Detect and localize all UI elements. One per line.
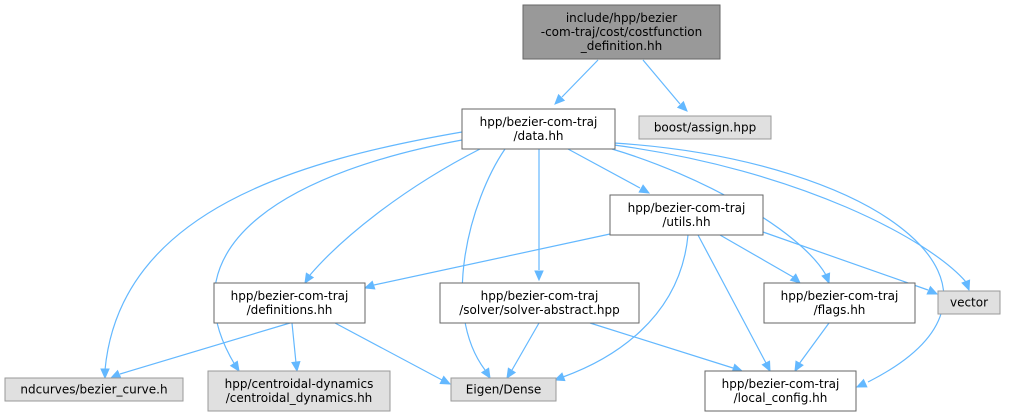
arrowhead (789, 273, 801, 284)
arrowhead (229, 360, 240, 373)
arrowhead (534, 270, 544, 282)
edge-flags-to-local_config (794, 322, 830, 373)
arrowhead (109, 369, 122, 379)
node-local-config[interactable]: hpp/bezier-com-traj/local_config.hh (704, 370, 857, 412)
node-label-line: /flags.hh (814, 303, 866, 317)
node-box (704, 370, 857, 412)
edge-data-to-vector (613, 144, 971, 292)
dependency-edges (100, 59, 971, 388)
node-label-line: /centroidal_dynamics.hh (226, 391, 373, 405)
arrowhead (821, 272, 831, 285)
node-box (461, 108, 616, 150)
node-eigen-dense: Eigen/Dense (450, 377, 557, 402)
node-boost-assign: boost/assign.hpp (638, 115, 772, 140)
node-box (439, 282, 640, 324)
arrowhead (100, 368, 110, 380)
edge-utils-to-vector (762, 231, 939, 295)
edge-data-to-bezier_curve (100, 131, 463, 380)
node-box (4, 377, 184, 402)
edge-utils-to-flags (719, 234, 801, 284)
node-label-line: hpp/bezier-com-traj (628, 201, 746, 215)
edge-solver_abstract-to-local_config (589, 322, 744, 373)
arrowhead (554, 93, 566, 105)
node-box (213, 282, 366, 324)
node-label-line: Eigen/Dense (466, 383, 541, 397)
edge-data-to-local_config (613, 142, 945, 388)
node-label-line: -com-traj/cost/costfunction (541, 25, 703, 39)
arrowhead (855, 378, 868, 388)
arrowhead (480, 367, 491, 380)
node-label-line: /definitions.hh (247, 303, 333, 317)
arrowhead (439, 375, 452, 385)
node-label-line: /solver/solver-abstract.hpp (459, 303, 620, 317)
arrowhead (363, 280, 376, 290)
node-label-line: hpp/bezier-com-traj (781, 289, 899, 303)
node-centroidal: hpp/centroidal-dynamics/centroidal_dynam… (207, 370, 391, 412)
edge-definitions-to-bezier_curve (109, 322, 291, 379)
node-box (450, 377, 557, 402)
node-utils[interactable]: hpp/bezier-com-traj/utils.hh (609, 194, 764, 236)
node-flags[interactable]: hpp/bezier-com-traj/flags.hh (763, 282, 916, 324)
node-bezier-curve: ndcurves/bezier_curve.h (4, 377, 184, 402)
node-label-line: hpp/bezier-com-traj (722, 377, 840, 391)
node-label-line: /local_config.hh (734, 391, 828, 405)
node-box (522, 4, 721, 60)
edge-data-to-solver_abstract (534, 149, 544, 282)
node-box (609, 194, 764, 236)
edge-data-to-centroidal (213, 139, 463, 373)
arrowhead (506, 367, 517, 380)
node-costfunction: include/hpp/bezier-com-traj/cost/costfun… (522, 4, 721, 60)
node-vector: vector (937, 290, 1001, 315)
arrowhead (926, 285, 939, 295)
node-label-line: hpp/bezier-com-traj (480, 115, 598, 129)
edge-utils-to-definitions (363, 233, 611, 290)
edge-definitions-to-centroidal (291, 322, 301, 373)
arrowhead (761, 360, 771, 373)
node-label-line: hpp/bezier-com-traj (231, 289, 349, 303)
edge-data-to-definitions (304, 148, 481, 285)
arrowhead (794, 360, 804, 373)
node-solver-abstract[interactable]: hpp/bezier-com-traj/solver/solver-abstra… (439, 282, 640, 324)
arrowhead (638, 184, 651, 194)
edge-data-to-eigen_dense (461, 148, 506, 380)
node-box (937, 290, 1001, 315)
node-label-line: /utils.hh (662, 215, 710, 229)
node-label-line: include/hpp/bezier (566, 11, 677, 25)
edge-costfunction-to-boost_assign (642, 59, 688, 112)
node-label-line: vector (950, 296, 988, 310)
edge-data-to-utils (567, 148, 651, 194)
node-box (207, 370, 391, 412)
node-box (638, 115, 772, 140)
node-label-line: ndcurves/bezier_curve.h (20, 383, 167, 397)
node-label-line: hpp/centroidal-dynamics (225, 377, 374, 391)
node-data[interactable]: hpp/bezier-com-traj/data.hh (461, 108, 616, 150)
arrowhead (291, 360, 301, 373)
node-label-line: /data.hh (513, 129, 563, 143)
arrowhead (304, 272, 315, 285)
node-box (763, 282, 916, 324)
edge-costfunction-to-data (554, 59, 599, 105)
node-label-line: _definition.hh (580, 39, 663, 53)
edge-utils-to-local_config (697, 234, 771, 373)
node-label-line: boost/assign.hpp (654, 121, 756, 135)
edge-definitions-to-eigen_dense (334, 322, 452, 385)
edge-solver_abstract-to-eigen_dense (506, 322, 540, 380)
edge-utils-to-eigen_dense (553, 234, 689, 382)
dependency-nodes: include/hpp/bezier-com-traj/cost/costfun… (4, 4, 1001, 412)
node-label-line: hpp/bezier-com-traj (481, 289, 599, 303)
arrowhead (961, 279, 971, 292)
node-definitions[interactable]: hpp/bezier-com-traj/definitions.hh (213, 282, 366, 324)
arrowhead (553, 372, 566, 382)
arrowhead (676, 100, 688, 112)
